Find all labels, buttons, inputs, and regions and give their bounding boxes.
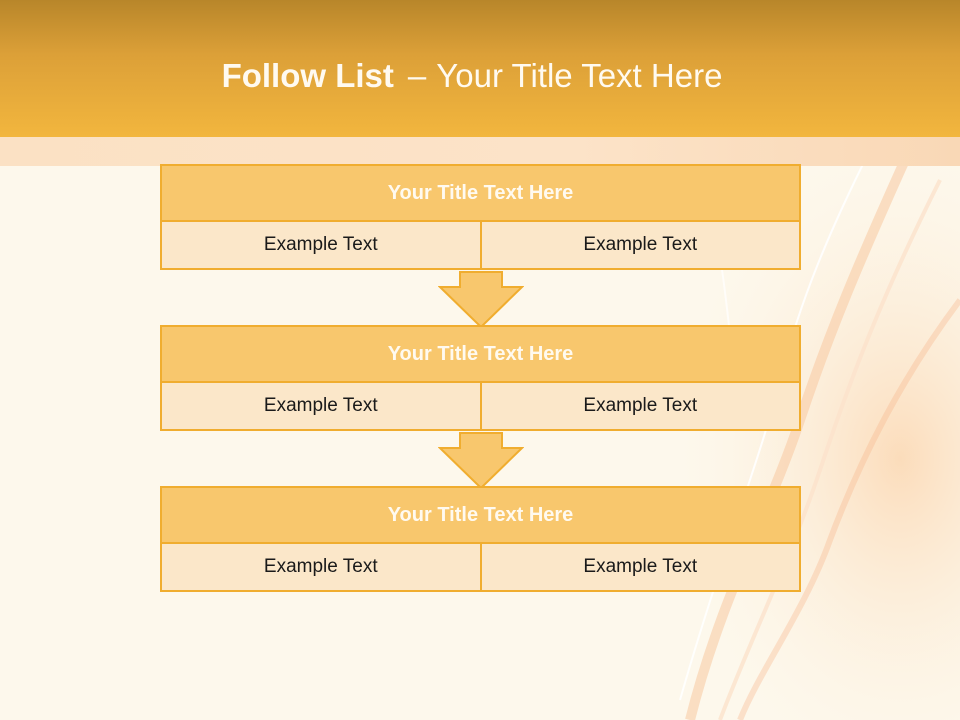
step-detail-left: Example Text (160, 381, 482, 431)
slide-title-separator: – (407, 57, 427, 94)
step-block-2: Your Title Text Here Example Text Exampl… (160, 325, 801, 431)
step-detail-row: Example Text Example Text (160, 381, 801, 431)
step-title: Your Title Text Here (160, 325, 801, 383)
down-arrow-icon (438, 432, 524, 490)
step-detail-left: Example Text (160, 542, 482, 592)
title-bar (0, 0, 960, 137)
step-detail-row: Example Text Example Text (160, 542, 801, 592)
step-block-1: Your Title Text Here Example Text Exampl… (160, 164, 801, 270)
step-title: Your Title Text Here (160, 486, 801, 544)
step-detail-row: Example Text Example Text (160, 220, 801, 270)
slide-title-rest: Your Title Text Here (436, 57, 723, 94)
down-arrow-icon (438, 271, 524, 329)
step-block-3: Your Title Text Here Example Text Exampl… (160, 486, 801, 592)
step-detail-right: Example Text (479, 542, 801, 592)
step-detail-left: Example Text (160, 220, 482, 270)
step-detail-right: Example Text (479, 381, 801, 431)
slide-title-bold: Follow List (221, 57, 394, 94)
slide-title: Follow List–Your Title Text Here (0, 52, 944, 100)
step-detail-right: Example Text (479, 220, 801, 270)
step-title: Your Title Text Here (160, 164, 801, 222)
header-accent-band (0, 137, 960, 166)
